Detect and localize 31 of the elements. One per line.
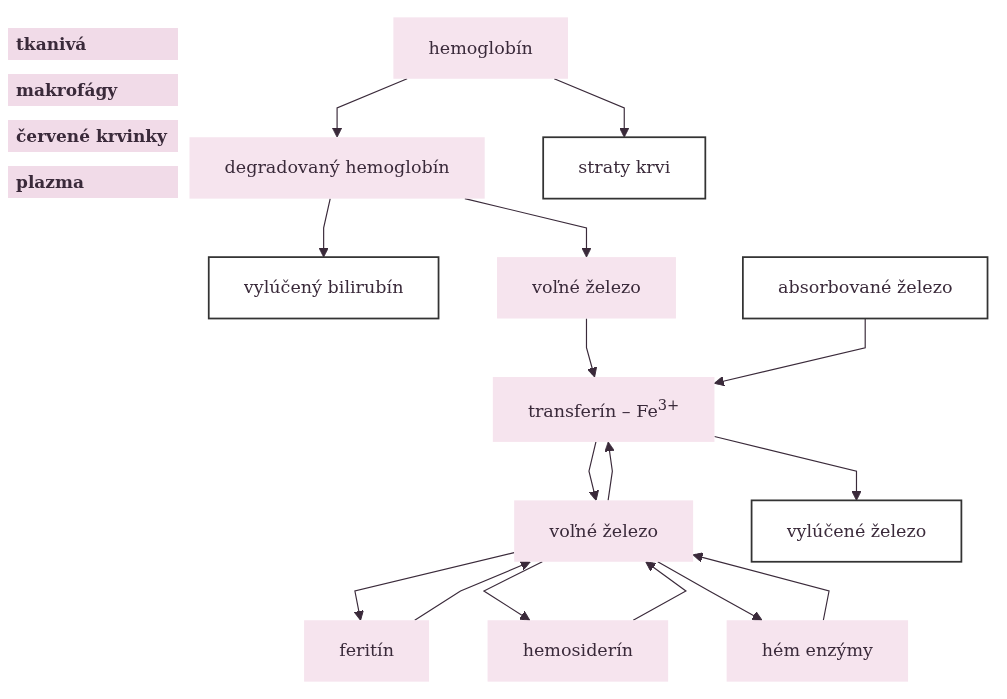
- node-box: voľné železo: [514, 500, 694, 562]
- arrow: [482, 561, 543, 621]
- arrow: [353, 552, 515, 621]
- arrow: [692, 552, 830, 621]
- node-box: straty krvi: [542, 136, 707, 200]
- node-box: hém enzýmy: [726, 620, 909, 682]
- arrow: [632, 561, 687, 621]
- arrow: [714, 317, 866, 387]
- arrow: [553, 78, 630, 138]
- node-box: voľné železo: [497, 257, 676, 319]
- arrow: [318, 198, 331, 258]
- arrow: [588, 441, 599, 501]
- arrow: [585, 317, 598, 378]
- node-box: hemosiderín: [487, 620, 669, 682]
- arrow: [464, 198, 592, 258]
- arrow: [657, 561, 763, 621]
- arrow: [331, 78, 408, 138]
- node-box: absorbované železo: [742, 256, 989, 320]
- arrow: [604, 441, 615, 501]
- node-box: vylúčený bilirubín: [207, 256, 440, 320]
- node-box: degradovaný hemoglobín: [189, 137, 485, 199]
- region-label: plazma: [8, 166, 178, 198]
- node-box: transferín – Fe$^{3+}$: [492, 377, 715, 442]
- region-label: makrofágy: [8, 74, 178, 106]
- node-box: vylúčené železo: [750, 499, 963, 563]
- node-box: feritín: [304, 620, 430, 682]
- region-label: tkanivá: [8, 28, 178, 60]
- region-label: červené krvinky: [8, 120, 178, 152]
- arrow: [713, 435, 862, 501]
- arrow: [414, 560, 531, 621]
- node-box: hemoglobín: [393, 17, 568, 79]
